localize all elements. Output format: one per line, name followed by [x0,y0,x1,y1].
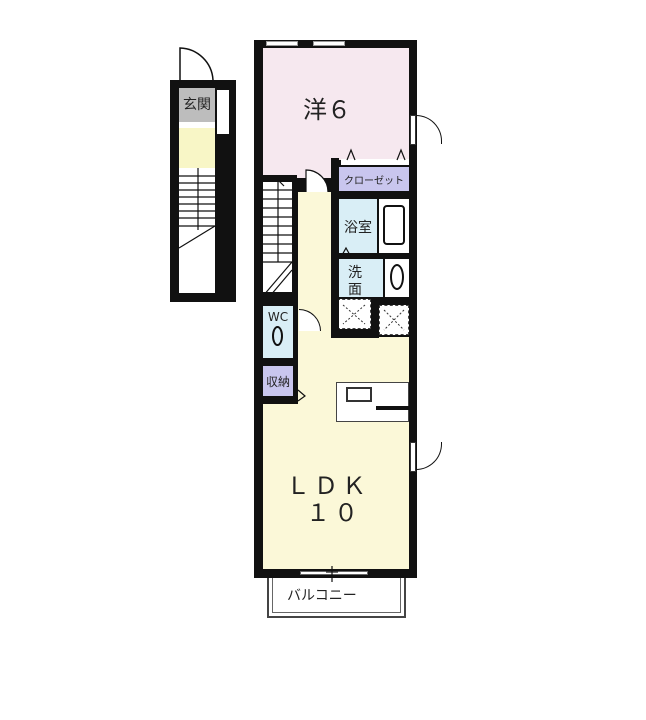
washroom [337,259,383,297]
wall-wc-bottom [263,358,298,366]
storage [263,366,293,396]
toilet-icon [272,326,283,346]
balcony-inner [272,578,401,613]
washroom-label-1: 洗 [348,265,362,281]
side-door-top-frame [410,115,416,145]
window-top-1 [266,41,298,46]
wall-closet-left [331,158,339,338]
washbasin-icon [390,264,404,290]
western-room [263,48,409,160]
wc-label: WC [267,310,289,324]
storage-label: 収納 [265,375,290,389]
wall-closet-bottom [331,191,409,199]
bathtub-icon [383,205,405,245]
wall-stairs-right [292,178,298,306]
closet-door-track [341,159,409,165]
entrance-stair-block: 玄関 [170,80,377,302]
wall-bath-bottom [331,253,409,259]
ldk-label-1: ＬＤＫ [286,472,370,500]
closet-label: クローゼット [344,176,404,187]
wall-storage-bottom [263,396,298,404]
balcony-label: バルコニー [287,588,357,604]
ldk-upper-right [331,340,409,382]
entrance-step [179,122,215,128]
wall-wc-top [263,300,298,306]
bath [339,199,377,253]
closet [339,167,409,191]
side-door-bottom-frame [410,442,416,472]
bath-label: 浴室 [344,220,372,236]
wall-western-bottom [263,175,297,182]
entrance-floor [179,88,215,122]
wall-wc-right [293,300,298,404]
stair-area [179,168,215,293]
ldk-label-2: １０ [306,499,362,527]
window-top-2 [313,41,345,46]
wall-wet-bottom [331,330,379,338]
washroom-label-2: 面 [348,282,362,298]
entrance-label: 玄関 [183,97,211,113]
balcony [267,578,406,618]
entrance-side-notch [217,90,229,134]
kitchen-counter-wall [376,406,409,410]
hall-floor [179,128,215,168]
kitchen-sink [346,387,372,402]
western-room-label: 洋６ [303,96,351,124]
